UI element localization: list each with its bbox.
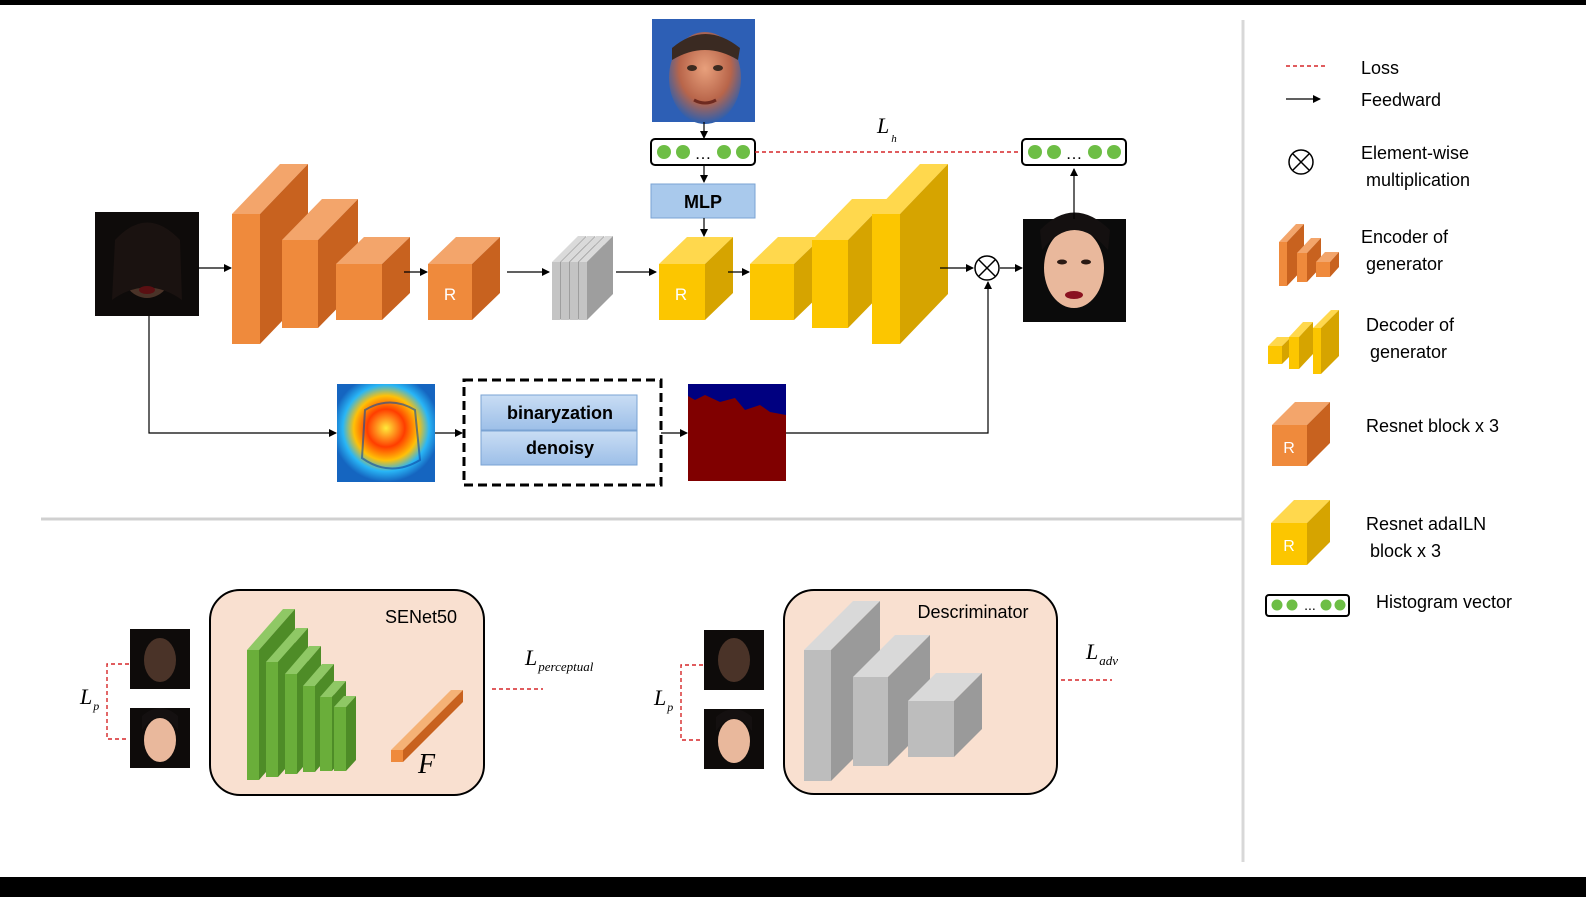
histogram-vector-output: … bbox=[1021, 138, 1127, 166]
histogram-vector-source: … bbox=[650, 138, 756, 166]
senet-input-face-light bbox=[130, 708, 190, 768]
legend-elementwise-label-1: Element-wise bbox=[1361, 143, 1469, 163]
denoisy-step bbox=[480, 430, 638, 466]
adv-loss-label: Ladv bbox=[1085, 639, 1118, 668]
discriminator-title: Descriminator bbox=[917, 602, 1028, 622]
feature-vector-bar bbox=[391, 690, 463, 762]
legend-decoder-label-2: generator bbox=[1370, 342, 1447, 362]
senet-input-face-dark bbox=[130, 629, 190, 689]
perceptual-loss-label: Lperceptual bbox=[524, 645, 594, 674]
binaryzation-step bbox=[480, 394, 638, 431]
senet-layers bbox=[247, 609, 356, 780]
reference-face-image bbox=[652, 19, 755, 124]
resnet-block-label: R bbox=[444, 285, 456, 304]
legend-decoder-icon bbox=[1268, 310, 1339, 374]
senet-module: SENet50 F bbox=[209, 589, 485, 796]
mlp-label: MLP bbox=[684, 192, 722, 212]
grey-stacked-blocks bbox=[552, 236, 613, 320]
adaln-block-label: R bbox=[675, 285, 687, 304]
resnet-block: R bbox=[428, 237, 500, 320]
discriminator-module: Descriminator bbox=[783, 589, 1058, 795]
disc-input-face-dark bbox=[704, 630, 764, 690]
senet-title: SENet50 bbox=[385, 607, 457, 627]
mask-image bbox=[688, 384, 786, 481]
encoder-block-3 bbox=[336, 237, 410, 320]
legend-adaln-icon-label: R bbox=[1283, 538, 1295, 555]
loss-h-label: Lh bbox=[876, 113, 897, 145]
legend-adaln-label-2: block x 3 bbox=[1370, 541, 1441, 561]
legend-encoder-icon bbox=[1279, 224, 1339, 286]
binaryzation-label: binaryzation bbox=[507, 403, 613, 423]
legend-adaln-icon: R bbox=[1271, 500, 1330, 565]
legend-resnet-label: Resnet block x 3 bbox=[1366, 416, 1499, 436]
legend-resnet-icon-label: R bbox=[1283, 440, 1295, 457]
denoisy-label: denoisy bbox=[526, 438, 594, 458]
postprocess-box: binaryzation denoisy bbox=[462, 378, 663, 487]
histogram-source-dots: … bbox=[695, 144, 712, 163]
arrow-mask-multiply bbox=[786, 281, 992, 434]
legend-resnet-icon: R bbox=[1272, 402, 1330, 466]
legend-multiply-icon bbox=[1288, 149, 1314, 175]
legend-histogram-label: Histogram vector bbox=[1376, 592, 1512, 612]
legend-encoder-label-1: Encoder of bbox=[1361, 227, 1449, 247]
output-face-image bbox=[1023, 212, 1126, 322]
elementwise-multiply-icon bbox=[974, 255, 1000, 281]
histogram-output-dots: … bbox=[1066, 144, 1083, 163]
adaln-resnet-block: R bbox=[659, 237, 733, 320]
legend-histogram-dots: ... bbox=[1304, 597, 1316, 613]
legend-feedward-label: Feedward bbox=[1361, 90, 1441, 110]
input-face-image bbox=[95, 212, 199, 316]
disc-lp-label: Lp bbox=[653, 685, 673, 714]
decoder-block-3 bbox=[872, 164, 948, 344]
disc-lp-bracket bbox=[680, 664, 703, 741]
legend-decoder-label-1: Decoder of bbox=[1366, 315, 1455, 335]
legend-loss-label: Loss bbox=[1361, 58, 1399, 78]
mlp-box: MLP bbox=[650, 183, 756, 219]
disc-block-3 bbox=[908, 673, 982, 757]
senet-lp-label: Lp bbox=[79, 684, 99, 713]
senet-lp-bracket bbox=[106, 663, 129, 740]
heatmap-image bbox=[337, 384, 435, 482]
arrow-input-heatmap bbox=[148, 316, 337, 437]
legend: Loss Feedward Element-wise multiplicatio… bbox=[1265, 58, 1512, 617]
legend-histogram-icon: ... bbox=[1265, 594, 1350, 617]
disc-input-face-light bbox=[704, 709, 764, 769]
feature-label: F bbox=[417, 749, 436, 780]
legend-adaln-label-1: Resnet adaILN bbox=[1366, 514, 1486, 534]
legend-encoder-label-2: generator bbox=[1366, 254, 1443, 274]
legend-elementwise-label-2: multiplication bbox=[1366, 170, 1470, 190]
